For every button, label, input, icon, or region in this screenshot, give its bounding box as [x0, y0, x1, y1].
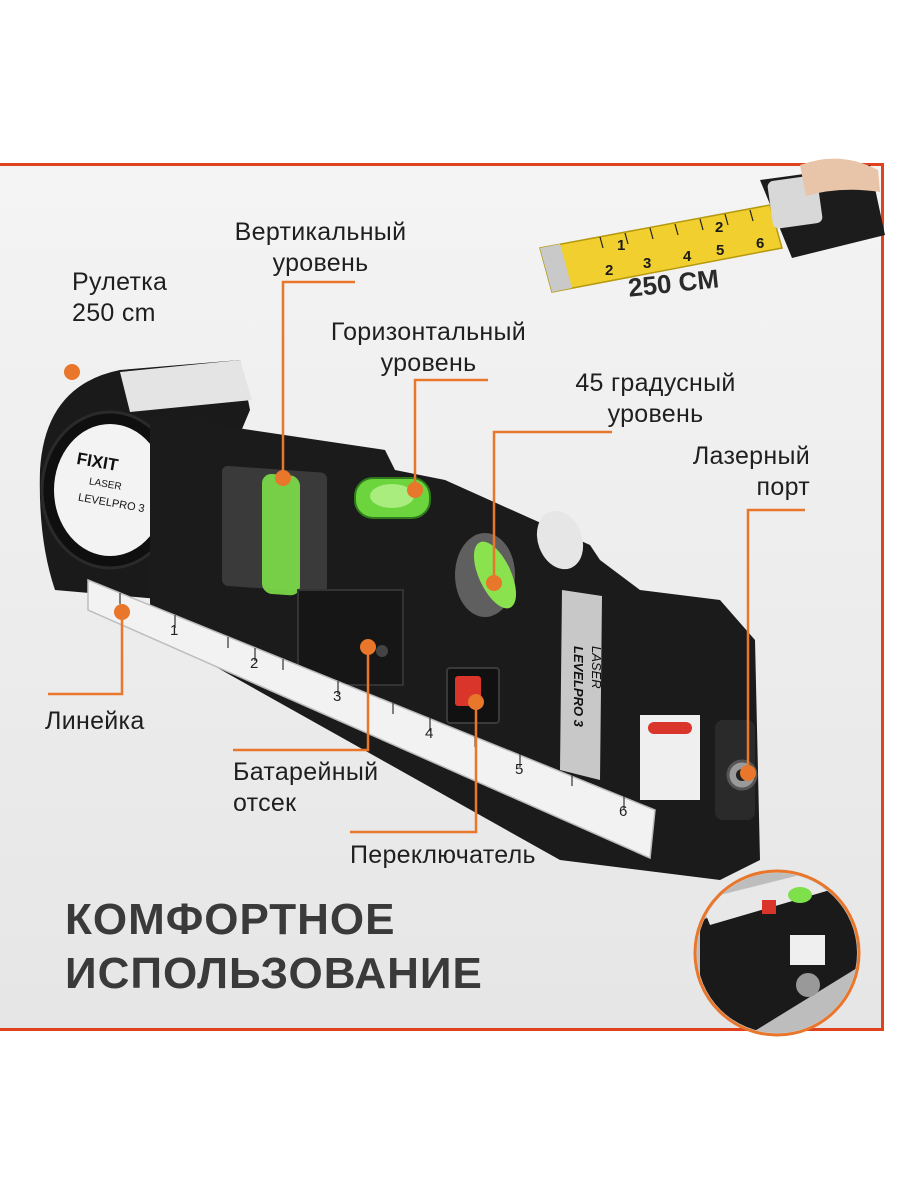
- tape-number: 6: [756, 235, 764, 252]
- callout-line-vertical: [281, 280, 355, 475]
- ruler-number: 2: [250, 655, 258, 672]
- callout-line-switch: [350, 705, 478, 834]
- ruler: 1 2 3 4 5 6: [87, 578, 656, 860]
- callout-line-laser: [746, 508, 805, 770]
- label-tape-measure-line1: Рулетка: [72, 268, 168, 296]
- ruler-number: 5: [515, 761, 523, 778]
- label-45-level-line1: 45 градусный: [575, 369, 736, 397]
- callout-dot-laser: [740, 765, 756, 781]
- callout-dot-switch: [468, 694, 484, 710]
- tape-number: 1: [617, 237, 625, 254]
- callout-dot-vertical: [275, 470, 291, 486]
- callout-line-ruler: [48, 615, 124, 696]
- ruler-number: 4: [425, 725, 433, 742]
- inset-closeup: [693, 869, 861, 1037]
- label-laser-port-line1: Лазерный: [692, 442, 810, 470]
- tape-number: 5: [716, 242, 724, 259]
- callout-dot-battery: [360, 639, 376, 655]
- label-ruler: Линейка: [45, 706, 145, 737]
- side-laser-text: LASER: [589, 646, 604, 689]
- label-horizontal-level-line2: уровень: [380, 349, 477, 377]
- headline-line2: ИСПОЛЬЗОВАНИЕ: [65, 949, 483, 998]
- callout-line-horizontal: [413, 378, 488, 487]
- ruler-number: 3: [333, 688, 341, 705]
- label-switch: Переключатель: [350, 840, 536, 871]
- label-horizontal-level-line1: Горизонтальный: [330, 318, 527, 346]
- label-vertical-level-line1: Вертикальный: [234, 218, 407, 246]
- callout-dot-45: [486, 575, 502, 591]
- label-45-level: 45 градусный уровень: [548, 368, 763, 430]
- label-tape-measure-line2: 250 cm: [72, 299, 156, 327]
- label-horizontal-level: Горизонтальный уровень: [296, 317, 561, 379]
- callout-line-45: [492, 430, 612, 580]
- callout-dot-ruler: [114, 604, 130, 620]
- callout-dot-horizontal: [407, 482, 423, 498]
- tape-number: 3: [643, 255, 651, 272]
- headline: КОМФОРТНОЕ ИСПОЛЬЗОВАНИЕ: [65, 893, 483, 1001]
- label-battery: Батарейный отсек: [233, 757, 378, 819]
- label-battery-line2: отсек: [233, 789, 297, 817]
- callout-lines: [48, 280, 805, 834]
- callout-dot-tape: [64, 364, 80, 380]
- tape-number: 2: [715, 219, 723, 236]
- tape-number: 4: [683, 248, 692, 265]
- label-laser-port: Лазерный порт: [640, 441, 810, 503]
- label-vertical-level-line2: уровень: [272, 249, 369, 277]
- tape-number: 2: [605, 262, 613, 279]
- headline-line1: КОМФОРТНОЕ: [65, 895, 396, 944]
- callout-line-battery: [233, 650, 370, 752]
- label-switch-text: Переключатель: [350, 841, 536, 869]
- tape-measure-strip: 1 2 2 3 4 5 6: [539, 158, 885, 293]
- label-laser-port-line2: порт: [756, 473, 810, 501]
- side-model-text: LEVELPRO 3: [571, 646, 586, 728]
- ruler-number: 6: [619, 803, 627, 820]
- label-battery-line1: Батарейный: [233, 758, 379, 786]
- label-45-level-line2: уровень: [607, 400, 704, 428]
- laser-level-device: FIXIT LASER LEVELPRO 3 LASER LEVELPRO 3: [39, 360, 760, 880]
- label-ruler-text: Линейка: [45, 707, 145, 735]
- label-vertical-level: Вертикальный уровень: [203, 217, 438, 279]
- label-tape-measure: Рулетка 250 cm: [72, 267, 167, 329]
- ruler-number: 1: [170, 622, 178, 639]
